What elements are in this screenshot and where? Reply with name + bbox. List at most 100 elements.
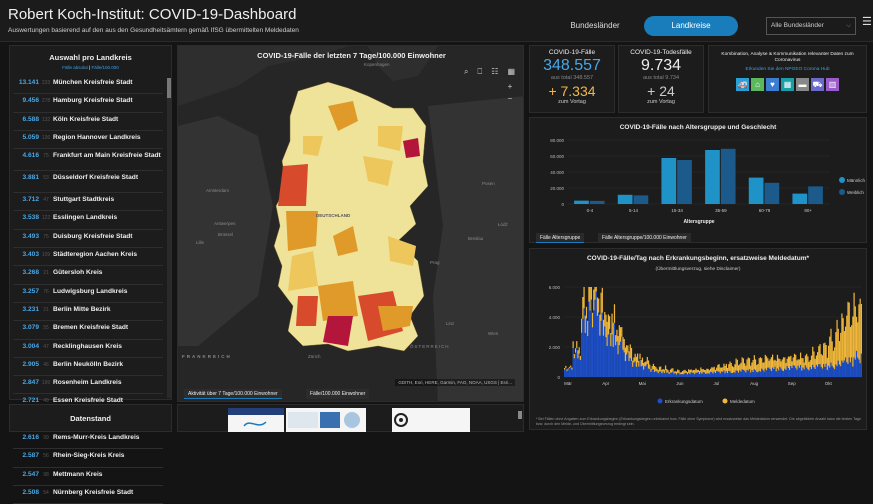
landkreis-row-name: Frankfurt am Main Kreisfreie Stadt [53, 152, 161, 160]
cases-total: aus total 348.557 [550, 75, 594, 81]
daily-bar-erkrankungsdatum [746, 369, 748, 377]
landkreis-row-name: Berlin Neukölln Bezirk [53, 360, 123, 368]
daily-bar-erkrankungsdatum [787, 367, 790, 377]
map-icon[interactable]: ▦ [781, 78, 794, 91]
bundesland-select[interactable]: Alle Bundesländer ⌵ [766, 17, 856, 35]
germany-map[interactable] [178, 46, 524, 402]
scrollbar-thumb[interactable] [167, 78, 171, 98]
daily-bar-meldedatum [818, 346, 820, 365]
npgeo-hub-link[interactable]: Erkunden Sie den NPGEO Corona Hub [745, 67, 830, 72]
daily-bar-meldedatum [692, 370, 695, 373]
daily-bar-meldedatum [602, 319, 605, 336]
daily-bar-meldedatum [623, 339, 625, 353]
daily-bar-meldedatum [779, 359, 781, 367]
age-bar-weiblich[interactable] [677, 160, 692, 204]
daily-bar-erkrankungsdatum [807, 369, 809, 377]
car-icon[interactable]: ⛟ [811, 78, 824, 91]
daily-bar-erkrankungsdatum [838, 364, 841, 377]
zoom-out-button[interactable]: − [507, 94, 513, 103]
logos-scrollbar[interactable] [518, 411, 522, 419]
age-bar-maennlich[interactable] [617, 194, 633, 204]
age-bar-weiblich[interactable] [764, 182, 780, 204]
daily-bar-erkrankungsdatum [720, 371, 723, 377]
building-icon[interactable]: ▥ [826, 78, 839, 91]
landkreis-row-num: 3.257 [22, 287, 39, 295]
heart-icon[interactable]: ♥ [766, 78, 779, 91]
age-bar-maennlich[interactable] [574, 200, 589, 204]
toggle-faelle-100k[interactable]: Fälle/100.000 [91, 65, 119, 70]
tab-aktivitaet-7-tage[interactable]: Aktivität über 7 Tage/100.000 Einwohner [184, 389, 282, 399]
school-icon[interactable]: ⌂ [751, 78, 764, 91]
daily-bar-meldedatum [746, 359, 748, 370]
tab-faelle-100k[interactable]: Fälle/100.000 Einwohner [306, 389, 370, 399]
landkreis-list-toggle: Fälle absolut | Fälle/100.000 [10, 65, 171, 70]
bookmark-icon[interactable]: ⎕ [477, 67, 483, 76]
toggle-faelle-absolut[interactable]: Fälle absolut [62, 65, 88, 70]
age-bar-maennlich[interactable] [792, 193, 808, 204]
daily-bar-erkrankungsdatum [613, 322, 616, 377]
menu-icon[interactable]: ☰ [862, 16, 872, 28]
landkreis-row-name: Bremen Kreisfreie Stadt [53, 324, 129, 332]
age-bar-weiblich[interactable] [720, 148, 736, 204]
daily-bar-meldedatum [860, 303, 862, 354]
age-bar-maennlich[interactable] [661, 158, 677, 204]
daily-bar-erkrankungsdatum [674, 373, 676, 377]
daily-bar-meldedatum [616, 329, 618, 342]
daily-bar-meldedatum [846, 315, 848, 363]
zoom-in-button[interactable]: + [507, 82, 513, 91]
age-bar-maennlich[interactable] [748, 177, 764, 204]
landkreis-row-name: Mettmann Kreis [53, 470, 103, 478]
age-bar-weiblich[interactable] [633, 195, 649, 204]
age-legend-swatch [839, 189, 845, 195]
tab-landkreise[interactable]: Landkreise [644, 16, 738, 36]
daily-bar-erkrankungsdatum [750, 372, 752, 377]
daily-bar-erkrankungsdatum [595, 291, 597, 377]
daily-bar-meldedatum [809, 360, 811, 368]
ambulance-icon[interactable]: 🚑 [736, 78, 749, 91]
daily-bar-erkrankungsdatum [767, 367, 769, 377]
list-scrollbar[interactable] [167, 78, 171, 398]
tab-faelle-altersgruppe[interactable]: Fälle Altersgruppe [536, 233, 585, 243]
daily-bar-erkrankungsdatum [654, 371, 656, 377]
daily-bar-erkrankungsdatum [840, 366, 842, 377]
landkreis-row-inc: 122 [41, 215, 51, 222]
daily-bar-meldedatum [842, 318, 844, 363]
map-title: COVID-19-Fälle der letzten 7 Tage/100.00… [257, 51, 446, 60]
bus-icon[interactable]: ▬ [796, 78, 809, 91]
daily-bar-erkrankungsdatum [566, 371, 568, 377]
daily-bar-erkrankungsdatum [655, 371, 657, 377]
daily-bar-erkrankungsdatum [630, 360, 633, 377]
search-icon[interactable]: ⌕ [463, 67, 469, 76]
landkreis-row-inc: 55 [43, 325, 49, 332]
layer-list-icon[interactable]: ☷ [491, 67, 499, 76]
tab-bundeslaender[interactable]: Bundesländer [570, 21, 620, 30]
age-bar-weiblich[interactable] [808, 186, 823, 204]
basemap-gallery-icon[interactable]: ▦ [507, 67, 515, 76]
age-bar-maennlich[interactable] [705, 150, 720, 204]
map-panel[interactable]: COVID-19-Fälle der letzten 7 Tage/100.00… [177, 45, 524, 402]
age-bar-weiblich[interactable] [589, 200, 605, 204]
daily-bar-erkrankungsdatum [802, 367, 804, 377]
tab-faelle-altersgruppe-100k[interactable]: Fälle Altersgruppe/100.000 Einwohner [598, 233, 691, 243]
